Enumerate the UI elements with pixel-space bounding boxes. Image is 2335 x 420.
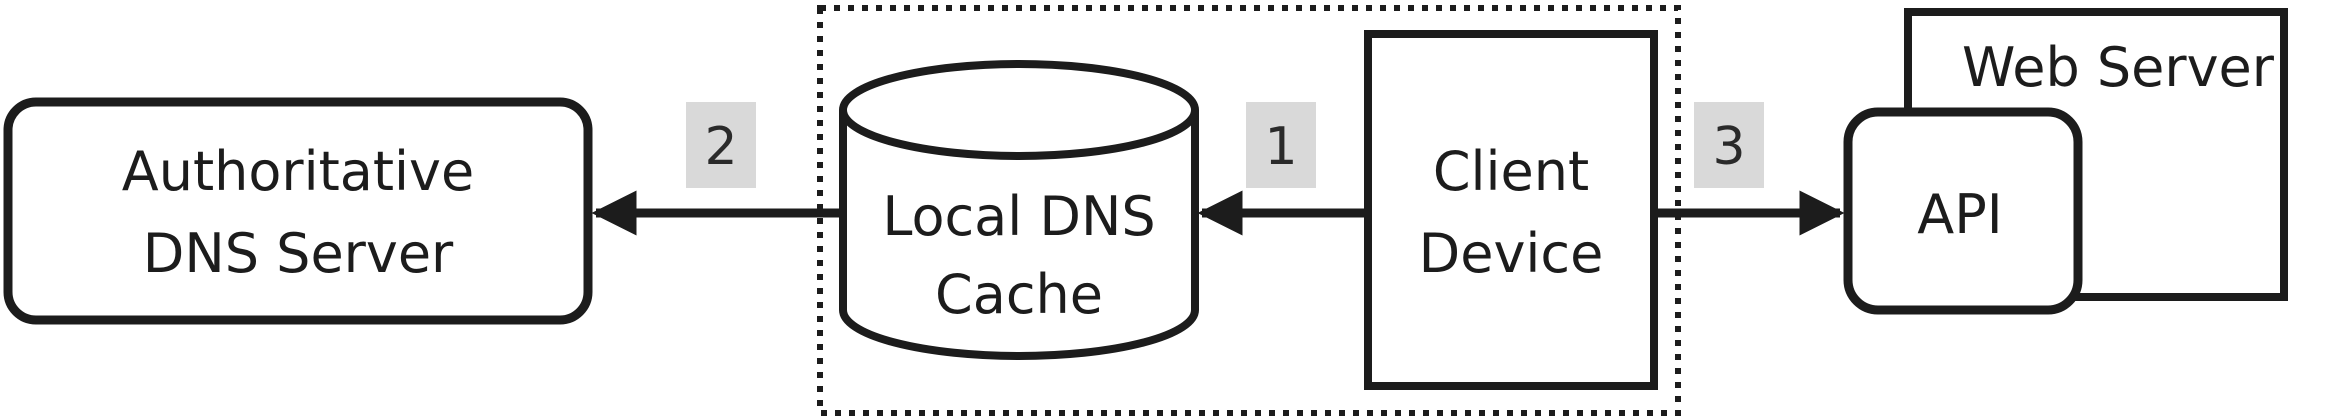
local-dns-cache-label-line2: Cache [935, 263, 1103, 326]
authoritative-dns-server-node: Authoritative DNS Server [3, 97, 593, 325]
local-dns-cache-node: Local DNS Cache [839, 60, 1199, 360]
step-label-2: 2 [704, 117, 737, 177]
authoritative-dns-label-line1: Authoritative [122, 140, 474, 203]
client-device-node: Client Device [1364, 30, 1658, 390]
step-label-1: 1 [1264, 117, 1297, 177]
client-device-label-line1: Client [1433, 140, 1589, 203]
cylinder-top [839, 60, 1199, 160]
step-badge-2: 2 [686, 102, 756, 188]
step-badge-1: 1 [1246, 102, 1316, 188]
local-dns-cache-label-line1: Local DNS [882, 185, 1155, 248]
client-device-label-line2: Device [1419, 222, 1604, 285]
authoritative-dns-label-line2: DNS Server [143, 222, 454, 285]
api-label: API [1917, 183, 2002, 246]
step-label-3: 3 [1712, 117, 1745, 177]
step-badge-3: 3 [1694, 102, 1764, 188]
web-server-label: Web Server [1962, 36, 2275, 99]
api-node: API [1843, 107, 2083, 315]
